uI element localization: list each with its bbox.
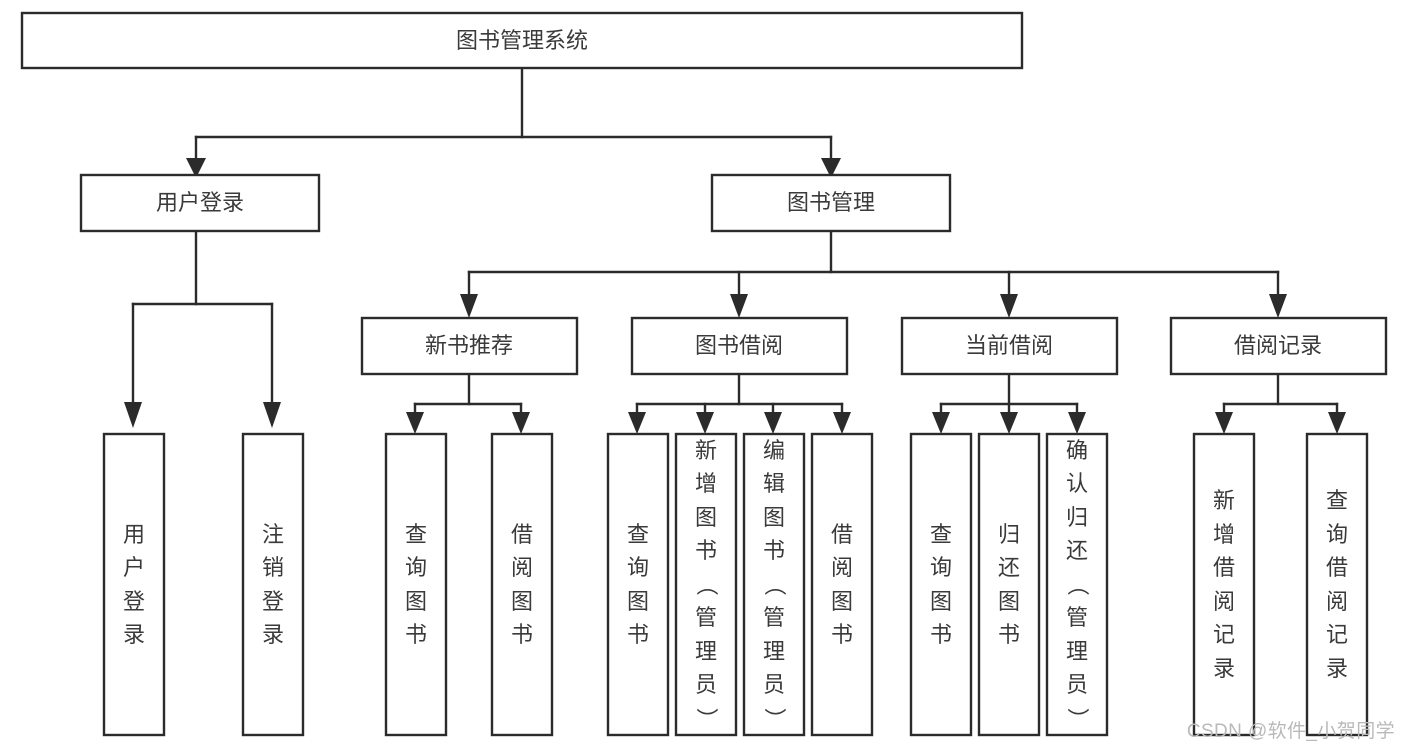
arrowhead-borrow-book-2 bbox=[833, 412, 851, 434]
node-root-label: 图书管理系统 bbox=[456, 28, 588, 53]
node-user-login-box[interactable] bbox=[79, 173, 321, 233]
node-root-box[interactable] bbox=[20, 11, 1024, 70]
arrowhead-new-book bbox=[460, 294, 478, 318]
node-leaf-user-login[interactable] bbox=[102, 432, 166, 737]
node-current-borrow[interactable]: 当前借阅 bbox=[900, 316, 1119, 376]
node-new-book-recommend-label: 新书推荐 bbox=[425, 333, 513, 358]
arrowhead-leaf-logout bbox=[263, 402, 281, 428]
node-leaf-edit-book-box[interactable] bbox=[742, 432, 806, 737]
node-leaf-add-record[interactable] bbox=[1192, 432, 1256, 737]
node-book-borrow-label: 图书借阅 bbox=[695, 333, 783, 358]
node-book-borrow-box[interactable] bbox=[630, 316, 849, 376]
node-book-manage-label: 图书管理 bbox=[787, 190, 875, 215]
node-leaf-query-record-box[interactable] bbox=[1305, 432, 1369, 737]
node-user-login-label: 用户登录 bbox=[156, 190, 244, 215]
node-book-borrow[interactable]: 图书借阅 bbox=[630, 316, 849, 376]
node-leaf-query-book-3-box[interactable] bbox=[909, 432, 973, 737]
node-leaf-borrow-book-2[interactable] bbox=[810, 432, 874, 737]
node-borrow-record-label: 借阅记录 bbox=[1234, 333, 1322, 358]
node-leaf-edit-book[interactable] bbox=[742, 432, 806, 737]
arrowhead-add-record bbox=[1215, 412, 1233, 434]
arrowhead-book-borrow bbox=[730, 294, 748, 318]
node-leaf-query-book-3[interactable] bbox=[909, 432, 973, 737]
node-leaf-confirm-return-box[interactable] bbox=[1045, 432, 1109, 737]
node-leaf-query-book-2-box[interactable] bbox=[606, 432, 670, 737]
node-book-manage-box[interactable] bbox=[710, 173, 952, 233]
node-leaf-query-record[interactable] bbox=[1305, 432, 1369, 737]
node-current-borrow-label: 当前借阅 bbox=[965, 333, 1053, 358]
arrowhead-query-record bbox=[1328, 412, 1346, 434]
arrowhead-borrow-book-1 bbox=[512, 412, 530, 434]
node-leaf-query-book-1[interactable] bbox=[384, 432, 448, 737]
arrowhead-leaf-user-login bbox=[124, 402, 142, 428]
node-leaf-confirm-return[interactable] bbox=[1045, 432, 1109, 737]
connector-layer bbox=[124, 66, 1346, 434]
node-leaf-borrow-book-1-box[interactable] bbox=[490, 432, 554, 737]
node-leaf-logout[interactable] bbox=[241, 432, 305, 737]
node-leaf-add-record-box[interactable] bbox=[1192, 432, 1256, 737]
arrowhead-return-book bbox=[1000, 412, 1018, 434]
arrowhead-query-book-2 bbox=[628, 412, 646, 434]
arrowhead-borrow-record bbox=[1269, 294, 1287, 318]
arrowhead-query-book-3 bbox=[932, 412, 950, 434]
node-leaf-return-book-box[interactable] bbox=[977, 432, 1041, 737]
node-leaf-borrow-book-2-box[interactable] bbox=[810, 432, 874, 737]
arrowhead-user-login bbox=[186, 158, 206, 178]
node-leaf-user-login-box[interactable] bbox=[102, 432, 166, 737]
csdn-watermark: CSDN @软件_小贺同学 bbox=[1186, 721, 1395, 742]
node-user-login[interactable]: 用户登录 bbox=[79, 173, 321, 233]
node-borrow-record-box[interactable] bbox=[1169, 316, 1388, 376]
node-new-book-recommend[interactable]: 新书推荐 bbox=[360, 316, 579, 376]
node-leaf-logout-box[interactable] bbox=[241, 432, 305, 737]
arrowhead-edit-book bbox=[764, 412, 782, 434]
node-leaf-add-book-box[interactable] bbox=[674, 432, 738, 737]
node-current-borrow-box[interactable] bbox=[900, 316, 1119, 376]
arrowhead-current-borrow bbox=[1000, 294, 1018, 318]
arrowhead-book-manage bbox=[821, 158, 841, 178]
node-leaf-borrow-book-1[interactable] bbox=[490, 432, 554, 737]
node-borrow-record[interactable]: 借阅记录 bbox=[1169, 316, 1388, 376]
node-root[interactable]: 图书管理系统 bbox=[20, 11, 1024, 70]
node-leaf-add-book[interactable] bbox=[674, 432, 738, 737]
node-leaf-query-book-2[interactable] bbox=[606, 432, 670, 737]
arrowhead-confirm-return bbox=[1068, 412, 1086, 434]
node-new-book-recommend-box[interactable] bbox=[360, 316, 579, 376]
node-leaf-return-book[interactable] bbox=[977, 432, 1041, 737]
arrowhead-add-book bbox=[696, 412, 714, 434]
node-leaf-query-book-1-box[interactable] bbox=[384, 432, 448, 737]
node-book-manage[interactable]: 图书管理 bbox=[710, 173, 952, 233]
arrowhead-query-book-1 bbox=[406, 412, 424, 434]
